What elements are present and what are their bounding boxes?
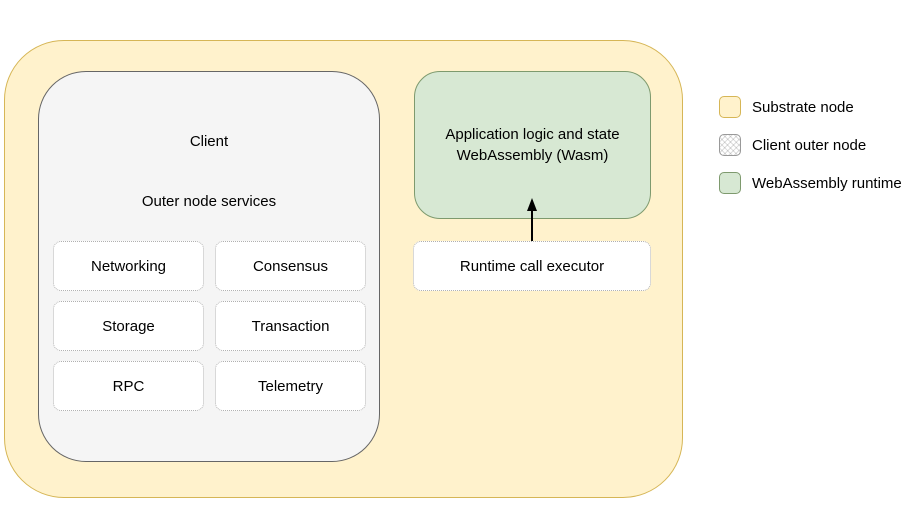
service-box-consensus: Consensus <box>215 241 366 291</box>
service-box-storage: Storage <box>53 301 204 351</box>
outer-node-services-label: Outer node services <box>141 193 277 210</box>
wasm-runtime-swatch-icon <box>719 172 741 194</box>
legend-item-wasm-runtime: WebAssembly runtime <box>719 172 902 194</box>
runtime-call-executor-box: Runtime call executor <box>413 241 651 291</box>
substrate-node-box: Client Outer node services Networking Co… <box>4 40 683 498</box>
legend-label: WebAssembly runtime <box>752 174 902 192</box>
wasm-runtime-label-line1: Application logic and state <box>445 126 620 143</box>
legend-label: Client outer node <box>752 136 867 154</box>
legend-item-client-outer-node: Client outer node <box>719 134 902 156</box>
service-box-telemetry: Telemetry <box>215 361 366 411</box>
up-arrow-icon <box>527 198 537 241</box>
client-title: Client <box>189 133 229 150</box>
legend-item-substrate-node: Substrate node <box>719 96 902 118</box>
legend-label: Substrate node <box>752 98 854 116</box>
service-box-networking: Networking <box>53 241 204 291</box>
wasm-runtime-label-line2: WebAssembly (Wasm) <box>456 147 609 164</box>
substrate-node-swatch-icon <box>719 96 741 118</box>
client-outer-node-box: Client Outer node services Networking Co… <box>38 71 380 462</box>
service-box-rpc: RPC <box>53 361 204 411</box>
legend: Substrate node Client outer node WebAsse… <box>719 96 902 194</box>
wasm-runtime-box: Application logic and state WebAssembly … <box>414 71 651 219</box>
client-outer-node-swatch-icon <box>719 134 741 156</box>
service-box-transaction: Transaction <box>215 301 366 351</box>
